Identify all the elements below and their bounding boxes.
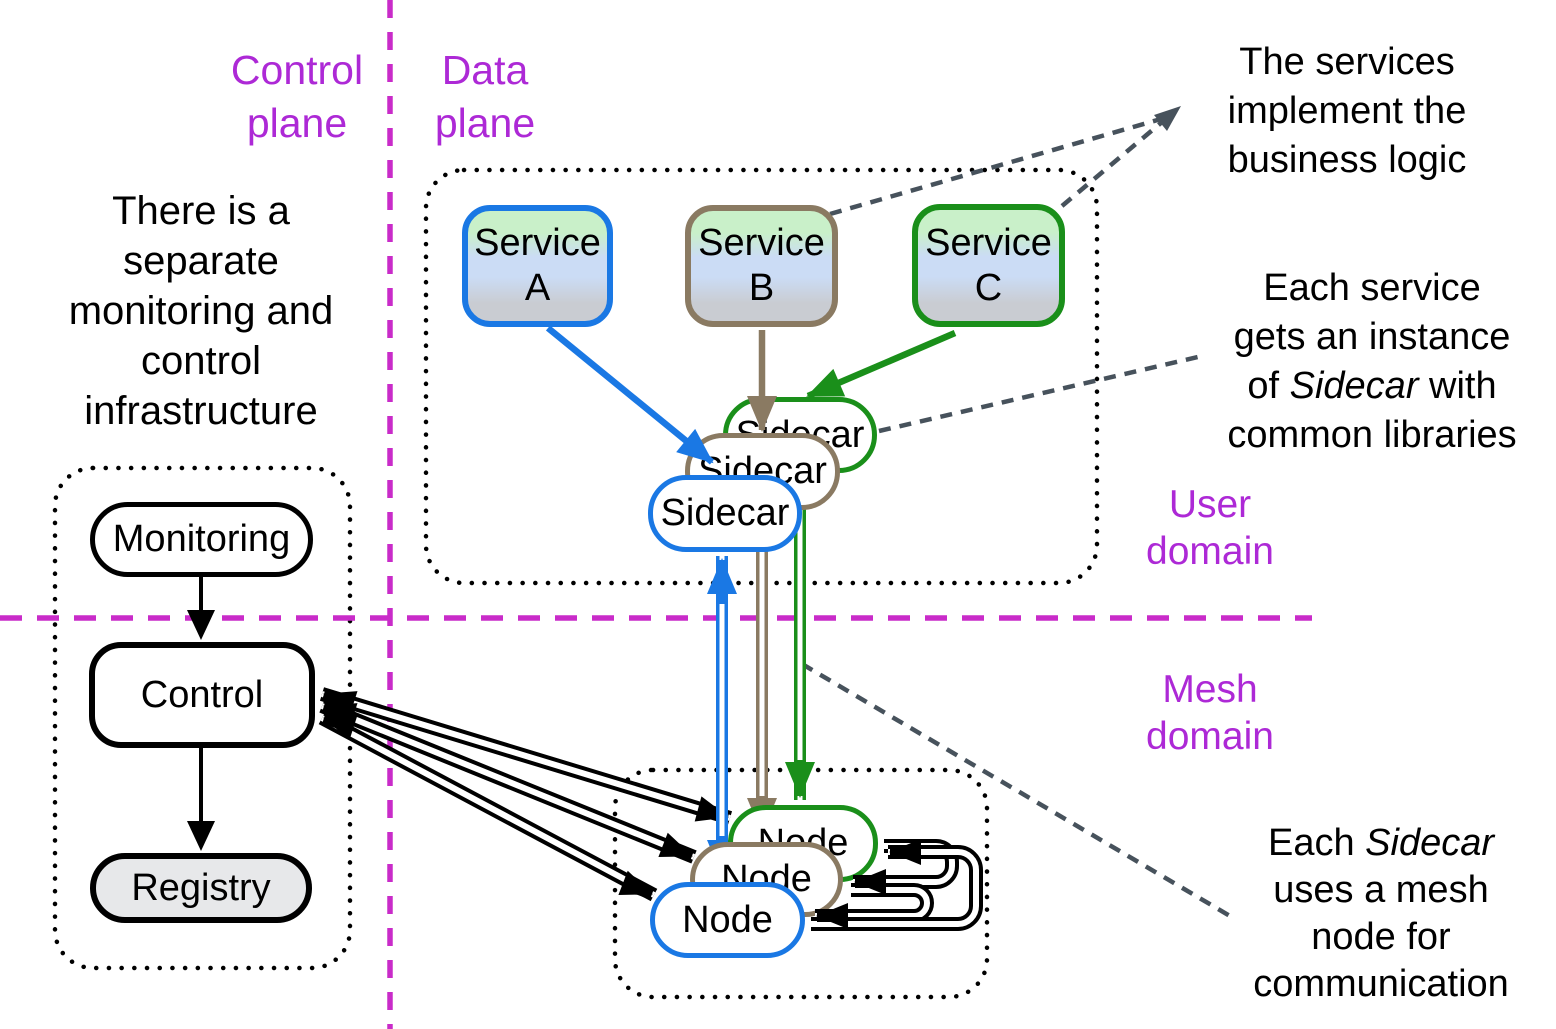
- control-node-links: [318, 687, 733, 902]
- control-plane-line1: Control: [230, 47, 364, 93]
- control-plane-line2: plane: [246, 100, 348, 146]
- control-label: Control: [140, 673, 264, 716]
- user-domain-line1: User: [1168, 483, 1252, 526]
- node-a-label: Node: [682, 898, 773, 941]
- node-loops: [811, 839, 983, 931]
- infra-note-line: separate: [123, 239, 279, 283]
- monitoring-to-control-arrow: [187, 577, 215, 640]
- annotation-pointer-lines: [800, 114, 1232, 918]
- service-c-name: Service: [925, 221, 1052, 264]
- service-a-letter: A: [524, 267, 551, 309]
- serviceA-to-sidecar-arrow: [545, 325, 715, 465]
- services-logic-note: The services implement the business logi…: [1197, 38, 1497, 185]
- infra-note-line: control: [140, 339, 262, 383]
- services-logic-line: implement the: [1227, 90, 1467, 132]
- control-plane-label: Control plane: [222, 44, 372, 150]
- serviceC-to-sidecar-arrow: [806, 330, 957, 399]
- service-b-name: Service: [698, 222, 825, 265]
- services-logic-line: business logic: [1227, 139, 1467, 181]
- data-plane-label: Data plane: [410, 44, 560, 150]
- registry-label: Registry: [131, 866, 271, 909]
- service-b-letter: B: [748, 267, 775, 309]
- services-logic-line: The services: [1239, 41, 1455, 83]
- sidecar-a-label: Sidecar: [660, 492, 790, 535]
- data-plane-line1: Data: [441, 47, 529, 93]
- node-a-box: Node: [650, 882, 805, 958]
- mesh-domain-dotted-box: [612, 767, 990, 1000]
- annotation-arrowhead: [1154, 106, 1181, 131]
- pointer-serviceB-to-note: [829, 114, 1169, 217]
- user-domain-label: User domain: [1135, 481, 1285, 575]
- service-a-box: Service A: [462, 205, 613, 327]
- monitoring-label: Monitoring: [112, 518, 291, 561]
- control-box: Control: [89, 642, 315, 748]
- monitoring-box: Monitoring: [90, 502, 313, 577]
- infra-note: There is a separate monitoring and contr…: [41, 186, 361, 436]
- control-to-registry-arrow: [187, 748, 215, 851]
- service-a-name: Service: [474, 222, 601, 265]
- infra-note-line: There is a: [112, 189, 290, 233]
- service-c-letter: C: [974, 266, 1003, 309]
- mesh-domain-line2: domain: [1146, 715, 1274, 758]
- user-domain-line2: domain: [1146, 530, 1274, 573]
- data-plane-line2: plane: [434, 100, 536, 146]
- infra-note-line: infrastructure: [84, 389, 318, 433]
- service-b-box: Service B: [685, 205, 838, 327]
- pointer-serviceC-to-note: [1060, 115, 1170, 208]
- infra-note-line: monitoring and: [68, 289, 334, 333]
- sidecar-a-box: Sidecar: [648, 475, 802, 552]
- mesh-domain-label: Mesh domain: [1135, 666, 1285, 760]
- service-c-box: Service C: [912, 204, 1065, 327]
- mesh-domain-line1: Mesh: [1162, 668, 1258, 711]
- registry-box: Registry: [90, 853, 312, 923]
